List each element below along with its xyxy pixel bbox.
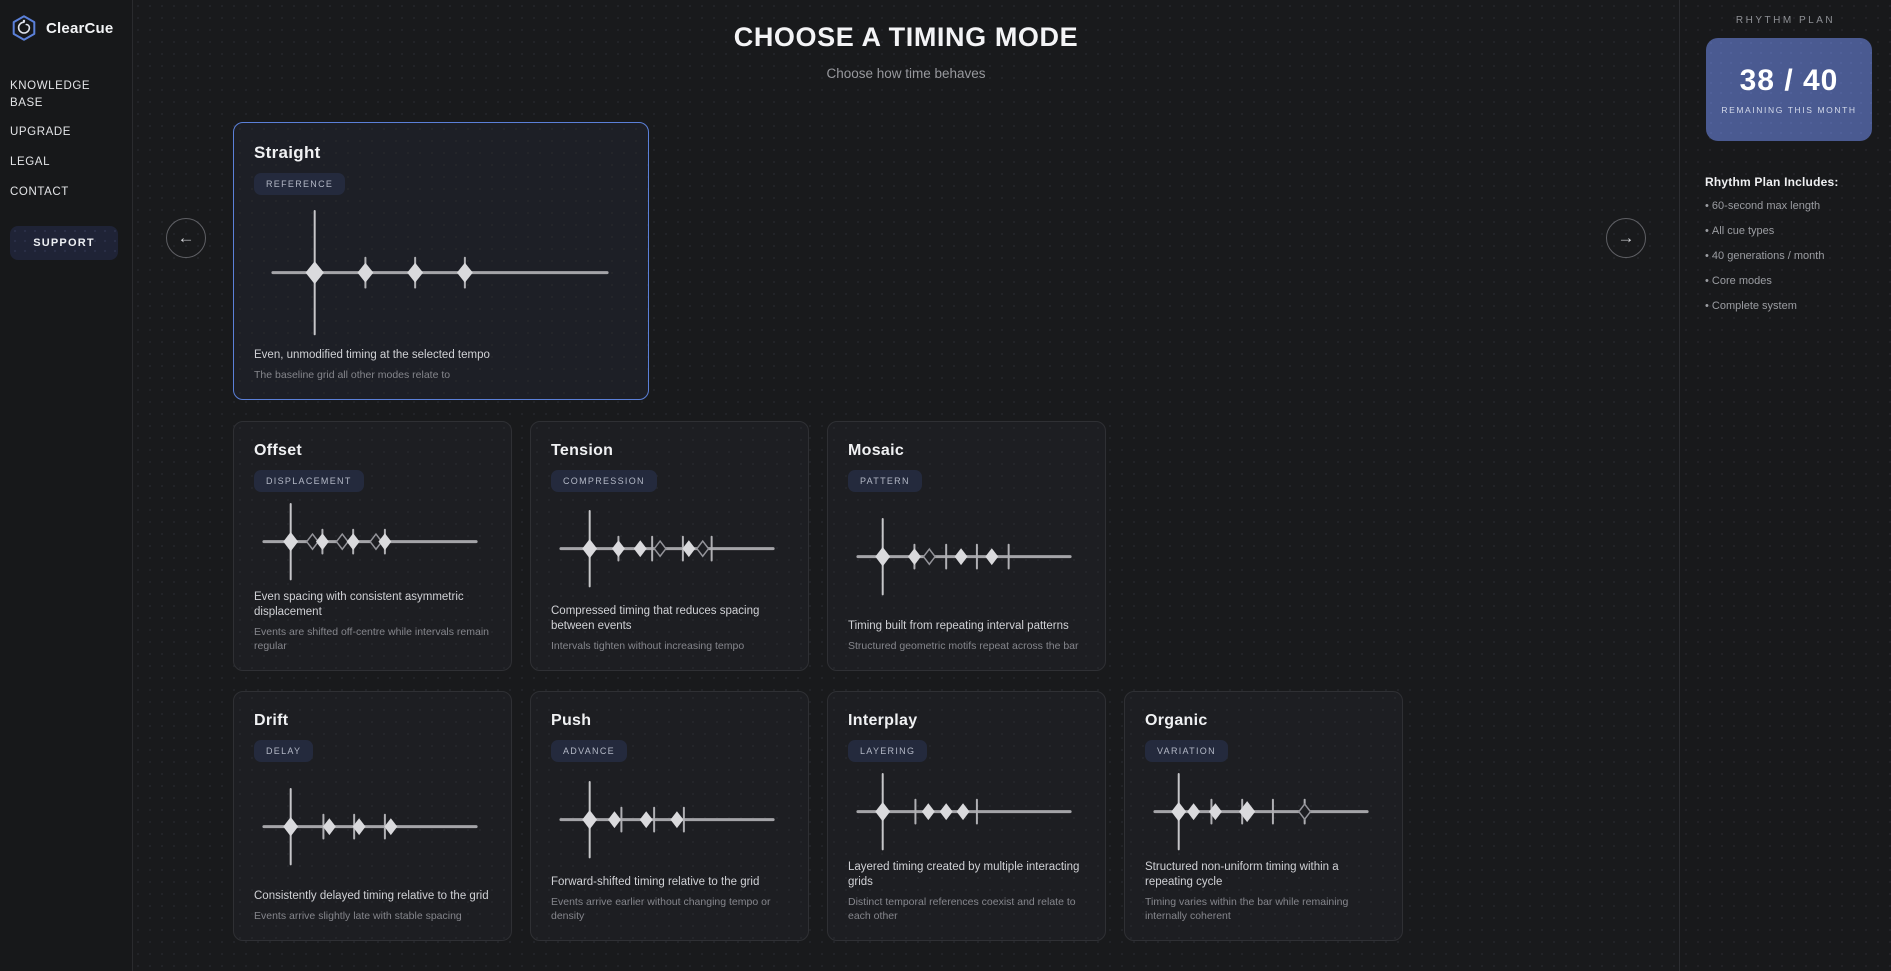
mode-subdescription: Intervals tighten without increasing tem… — [551, 640, 745, 653]
brand-name: ClearCue — [46, 19, 114, 37]
mode-title: Interplay — [848, 712, 918, 729]
page-title: CHOOSE A TIMING MODE — [733, 22, 1079, 52]
mode-title: Organic — [1145, 712, 1208, 729]
plan-includes-title: Rhythm Plan Includes: — [1705, 175, 1839, 189]
mode-title: Tension — [551, 442, 614, 459]
plan-includes-list: 60-second max lengthAll cue types 40 gene… — [1705, 200, 1875, 312]
mode-timeline-viz — [848, 764, 1085, 860]
sidebar-item-legal[interactable]: LEGAL — [10, 156, 51, 169]
mode-badge: COMPRESSION — [551, 470, 657, 492]
left-sidebar: ClearCue KNOWLEDGE BASE UPGRADE LEGAL CONTA… — [0, 0, 133, 971]
brand[interactable]: ClearCue — [0, 0, 132, 42]
mode-description: Consistently delayed timing relative to … — [254, 889, 489, 902]
plan-label: RHYTHM PLAN — [1735, 15, 1836, 26]
mode-subdescription: Events arrive slightly late with stable … — [254, 910, 462, 923]
mode-subdescription: The baseline grid all other modes relate… — [254, 369, 451, 382]
mode-subdescription: Events are shifted off-centre while inte… — [254, 626, 489, 653]
carousel-next-button[interactable]: → — [1606, 218, 1646, 258]
mode-badge: ADVANCE — [551, 740, 627, 762]
mode-timeline-viz — [551, 494, 788, 604]
mode-title: Offset — [254, 442, 303, 459]
mode-badge: PATTERN — [848, 470, 922, 492]
plan-usage-card: 38 / 40 REMAINING THIS MONTH — [1706, 38, 1872, 141]
mode-timeline-viz — [254, 197, 628, 348]
mode-timeline-viz — [848, 494, 1085, 619]
mode-subdescription: Timing varies within the bar while remai… — [1145, 896, 1349, 923]
mode-badge: DISPLACEMENT — [254, 470, 364, 492]
mode-description: Layered timing created by multiple inter… — [848, 860, 1080, 889]
mode-subdescription: Distinct temporal references coexist and… — [848, 896, 1076, 923]
sidebar-nav: KNOWLEDGE BASE UPGRADE LEGAL CONTACT — [0, 78, 132, 200]
mode-badge: VARIATION — [1145, 740, 1228, 762]
plan-remaining-count: 38 / 40 — [1739, 64, 1839, 97]
mode-timeline-viz — [551, 764, 788, 875]
mode-description: Even, unmodified timing at the selected … — [254, 348, 490, 361]
mode-description: Even spacing with consistent asymmetric … — [254, 590, 464, 619]
mode-title: Drift — [254, 712, 289, 729]
mode-badge: DELAY — [254, 740, 314, 762]
mode-title: Push — [551, 712, 592, 729]
sidebar-item-upgrade[interactable]: UPGRADE — [10, 126, 72, 139]
mode-subdescription: Structured geometric motifs repeat acros… — [848, 640, 1079, 653]
plan-remaining-label: REMAINING THIS MONTH — [1721, 105, 1857, 115]
plan-include-item: All cue types — [1705, 225, 1875, 237]
sidebar-item-contact[interactable]: CONTACT — [10, 185, 69, 198]
mode-description: Timing built from repeating interval pat… — [848, 619, 1069, 632]
mode-badge: LAYERING — [848, 740, 928, 762]
mode-timeline-viz — [254, 764, 491, 889]
plan-panel: RHYTHM PLAN 38 / 40 REMAINING THIS MONTH… — [1679, 0, 1891, 971]
clearcue-logo-icon — [12, 15, 36, 41]
support-button[interactable]: SUPPORT — [10, 226, 118, 261]
mode-title: Straight — [254, 143, 321, 162]
mode-title: Mosaic — [848, 442, 905, 459]
main-content: CHOOSE A TIMING MODE Choose how time beh… — [133, 0, 1679, 971]
carousel-prev-button[interactable]: ← — [166, 218, 206, 258]
arrow-right-icon: → — [1617, 228, 1635, 247]
mode-description: Structured non-uniform timing within a r… — [1145, 860, 1339, 889]
sidebar-item-knowledge-base[interactable]: KNOWLEDGE BASE — [10, 80, 91, 109]
arrow-left-icon: ← — [177, 228, 195, 247]
mode-timeline-viz — [1145, 764, 1382, 860]
mode-description: Compressed timing that reduces spacing b… — [551, 604, 760, 632]
mode-timeline-viz — [254, 494, 491, 590]
mode-badge: REFERENCE — [254, 173, 346, 195]
mode-description: Forward-shifted timing relative to the g… — [551, 876, 760, 889]
plan-include-item: Core modes — [1705, 275, 1875, 287]
plan-include-item: Complete system — [1705, 300, 1875, 312]
plan-include-item: 60-second max length — [1705, 200, 1875, 212]
page-subtitle: Choose how time behaves — [826, 66, 986, 81]
mode-subdescription: Events arrive earlier without changing t… — [551, 896, 771, 923]
plan-include-item: 40 generations / month — [1705, 250, 1875, 262]
